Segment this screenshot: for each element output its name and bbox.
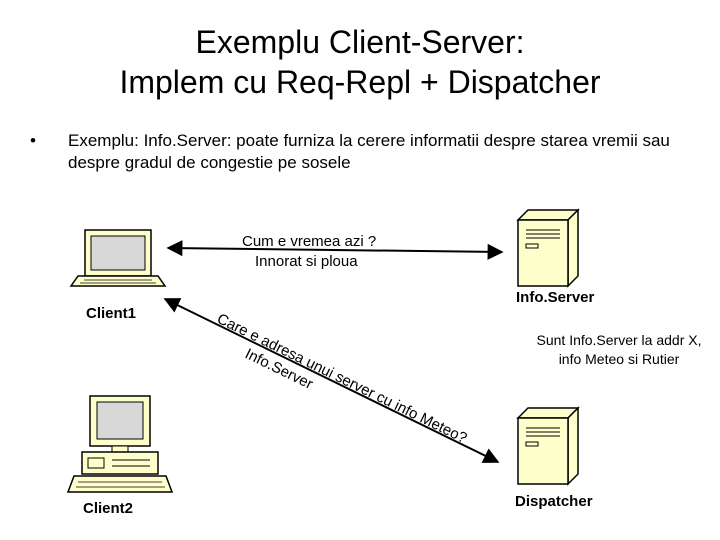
request-label: Cum e vremea azi ? <box>242 233 377 250</box>
server-tower-icon <box>516 406 580 486</box>
dispatcher-reply-line-2: info Meteo si Rutier <box>558 351 680 367</box>
client2-label: Client2 <box>83 500 134 517</box>
info-server-label: Info.Server <box>516 289 595 306</box>
request-reply-arrow <box>166 240 504 260</box>
title-line-2: Implem cu Req-Repl + Dispatcher <box>119 64 601 100</box>
dispatcher-label: Dispatcher <box>515 493 593 510</box>
reply-label: Innorat si ploua <box>255 253 358 270</box>
bullet-text: Exemplu: Info.Server: poate furniza la c… <box>68 131 670 172</box>
dispatch-query-label: Care e adresa unui server cu info Meteo? <box>214 310 469 447</box>
title-line-1: Exemplu Client-Server: <box>195 24 525 60</box>
desktop-computer-icon <box>66 395 174 493</box>
laptop-icon <box>69 229 167 287</box>
bullet-symbol: • <box>30 131 36 150</box>
dispatcher-reply-line-1: Sunt Info.Server la addr X, <box>536 332 702 348</box>
server-tower-icon <box>516 208 580 288</box>
slide-title: Exemplu Client-Server: Implem cu Req-Rep… <box>0 22 720 102</box>
dispatcher-reply-note: Sunt Info.Server la addr X, info Meteo s… <box>520 331 718 369</box>
dispatcher-query-arrow <box>163 298 500 463</box>
client1-label: Client1 <box>86 305 137 322</box>
